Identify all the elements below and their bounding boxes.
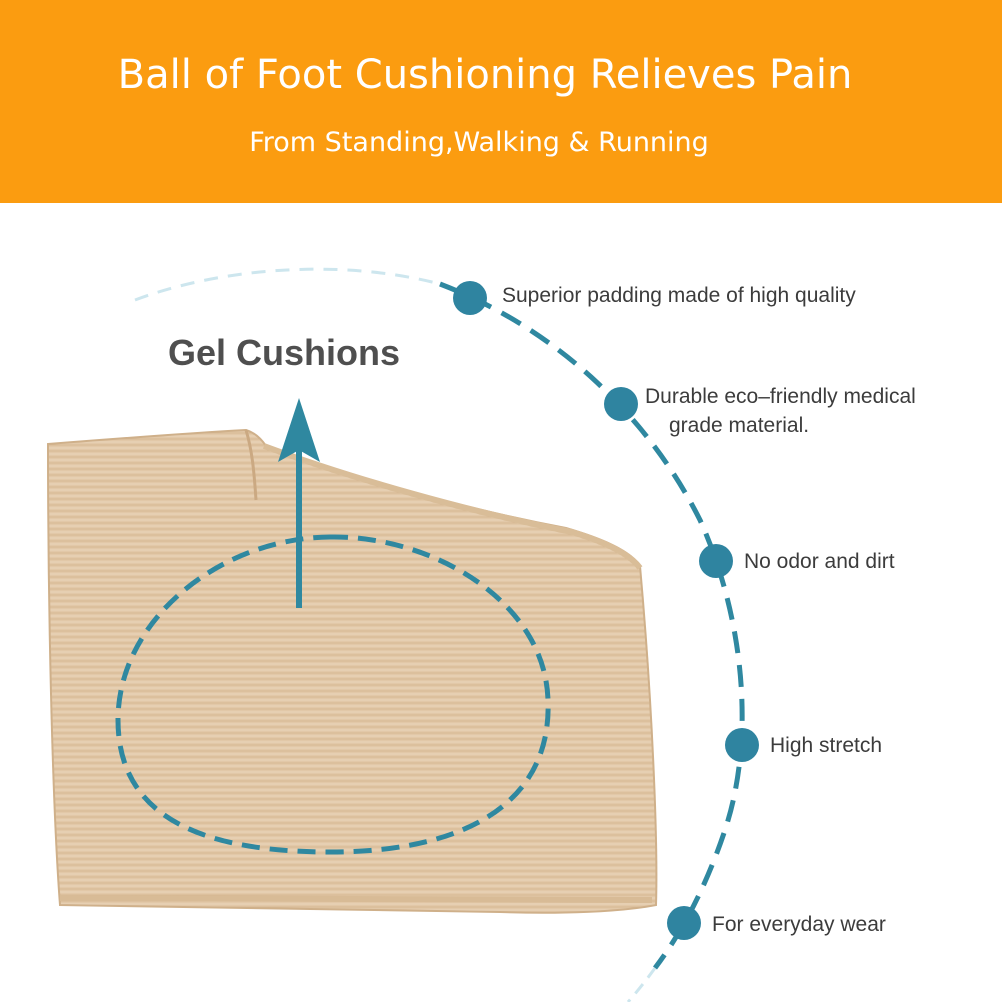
feature-text: No odor and dirt (744, 550, 895, 573)
feature-item-4: High stretch (770, 731, 882, 760)
feature-arc-fade-bottom (626, 967, 657, 1002)
feature-bullet-5 (667, 906, 701, 940)
feature-text: For everyday wear (712, 913, 886, 936)
feature-bullet-4 (725, 728, 759, 762)
gel-cushion-outline (115, 534, 551, 855)
feature-arc (439, 281, 745, 970)
feature-text-line2: grade material. (669, 414, 810, 437)
gel-cushions-label: Gel Cushions (168, 332, 401, 373)
feature-bullet-2 (604, 387, 638, 421)
feature-item-5: For everyday wear (712, 910, 886, 939)
feature-text: Durable eco–friendly medical (645, 385, 916, 408)
feature-arc-fade-top (134, 267, 441, 302)
feature-item-2: Durable eco–friendly medical grade mater… (645, 382, 916, 440)
feature-item-1: Superior padding made of high quality (502, 281, 856, 310)
header-banner: Ball of Foot Cushioning Relieves Pain Fr… (0, 0, 1002, 203)
metatarsal-sleeve (46, 428, 658, 914)
up-arrow-icon (278, 398, 320, 608)
feature-item-3: No odor and dirt (744, 547, 895, 576)
banner-title: Ball of Foot Cushioning Relieves Pain (117, 52, 853, 98)
feature-bullet-1 (453, 281, 487, 315)
banner-subtitle: From Standing,Walking & Running (249, 127, 709, 158)
feature-text: High stretch (770, 734, 883, 757)
feature-text: Superior padding made of high quality (502, 284, 856, 307)
feature-bullet-3 (699, 544, 733, 578)
